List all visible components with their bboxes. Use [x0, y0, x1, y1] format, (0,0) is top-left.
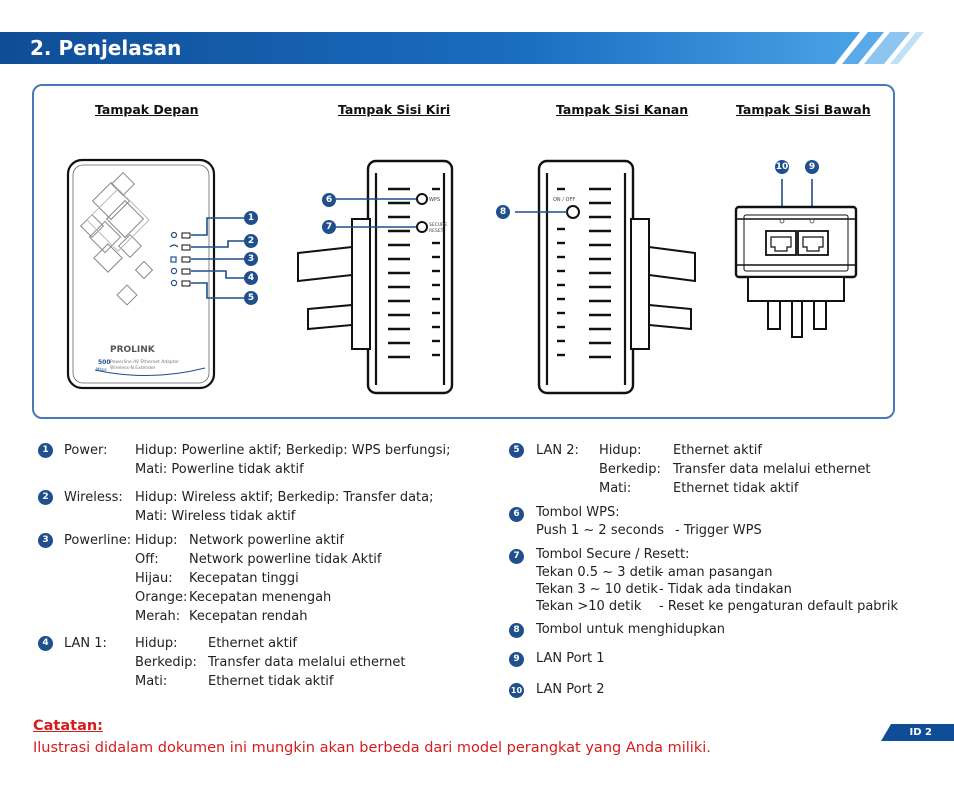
page-title: 2. Penjelasan	[30, 36, 182, 60]
legend-key: Tekan 3 ~ 10 detik	[536, 582, 658, 597]
note-label: Catatan:	[33, 718, 103, 734]
legend-num-10: 10	[509, 683, 524, 698]
legend-key: Tekan >10 detik	[536, 599, 642, 614]
legend-num-8: 8	[509, 623, 524, 638]
callout-9: 9	[805, 160, 819, 174]
legend-value: - Tidak ada tindakan	[659, 582, 792, 597]
legend-title: Tombol WPS:	[536, 505, 620, 520]
legend-value: - Trigger WPS	[675, 523, 762, 538]
right-side-illustration: ON / OFF	[515, 159, 696, 395]
legend-value: Ethernet tidak aktif	[208, 674, 334, 689]
note-text: Ilustrasi didalam dokumen ini mungkin ak…	[33, 740, 711, 756]
left-view-heading: Tampak Sisi Kiri	[338, 102, 451, 117]
legend-name: LAN 1:	[64, 636, 107, 651]
legend-num-9: 9	[509, 652, 524, 667]
callout-2: 2	[244, 234, 258, 248]
legend-desc-line: Hidup: Wireless aktif; Berkedip: Transfe…	[135, 490, 434, 505]
legend-value: - aman pasangan	[659, 565, 773, 580]
legend-name: LAN 2:	[536, 443, 579, 458]
legend-title: LAN Port 1	[536, 651, 605, 666]
legend-name: Wireless:	[64, 490, 123, 505]
legend-num-1: 1	[38, 443, 53, 458]
callout-8: 8	[496, 205, 510, 219]
legend-value: Network powerline aktif	[189, 533, 344, 548]
onoff-label: ON / OFF	[553, 197, 575, 203]
legend-title: Tombol Secure / Resett:	[536, 547, 690, 562]
front-view-illustration: PROLINK 500 Mbps Powerline AV Ethernet A…	[66, 158, 244, 390]
legend-key: Off:	[135, 552, 159, 567]
legend-value: Transfer data melalui ethernet	[208, 655, 406, 670]
callout-4: 4	[244, 271, 258, 285]
legend-key: Mati:	[599, 481, 632, 496]
header-banner	[0, 32, 954, 64]
page-number: ID 2	[909, 727, 932, 738]
callout-3: 3	[244, 252, 258, 266]
legend-num-2: 2	[38, 490, 53, 505]
callout-5: 5	[244, 291, 258, 305]
legend-key: Mati:	[135, 674, 168, 689]
brand-label: PROLINK	[110, 345, 156, 355]
legend-value: Transfer data melalui ethernet	[673, 462, 871, 477]
legend-title: LAN Port 2	[536, 682, 605, 697]
legend-key: Push 1 ~ 2 seconds	[536, 523, 664, 538]
legend-num-3: 3	[38, 533, 53, 548]
legend-num-5: 5	[509, 443, 524, 458]
speed-label: 500	[98, 359, 111, 366]
legend-value: Ethernet aktif	[208, 636, 297, 651]
legend-num-7: 7	[509, 549, 524, 564]
legend-num-4: 4	[38, 636, 53, 651]
front-view-heading: Tampak Depan	[95, 102, 199, 117]
legend-key: Hidup:	[599, 443, 642, 458]
legend-key: Berkedip:	[599, 462, 661, 477]
reset-label: RESET	[429, 228, 444, 234]
legend-num-6: 6	[509, 507, 524, 522]
page-number-badge: ID 2	[881, 724, 954, 741]
legend-name: Power:	[64, 443, 108, 458]
right-view-heading: Tampak Sisi Kanan	[556, 102, 689, 117]
legend-title: Tombol untuk menghidupkan	[536, 622, 726, 637]
legend-desc-line: Hidup: Powerline aktif; Berkedip: WPS be…	[135, 443, 451, 458]
legend-value: Kecepatan rendah	[189, 609, 308, 624]
legend-value: - Reset ke pengaturan default pabrik	[659, 599, 899, 614]
legend-desc-line: Mati: Powerline tidak aktif	[135, 462, 304, 477]
callout-6: 6	[322, 193, 336, 207]
callout-1: 1	[244, 211, 258, 225]
legend-key: Hijau:	[135, 571, 173, 586]
legend-key: Merah:	[135, 609, 181, 624]
legend-key: Orange:	[135, 590, 188, 605]
secure-label: SECURE	[429, 222, 447, 228]
legend-value: Ethernet tidak aktif	[673, 481, 799, 496]
legend-desc-line: Mati: Wireless tidak aktif	[135, 509, 296, 524]
speed-unit-label: Mbps	[96, 367, 107, 372]
legend-key: Tekan 0.5 ~ 3 detik	[536, 565, 663, 580]
legend-value: Network powerline tidak Aktif	[189, 552, 382, 567]
wps-label: WPS	[429, 197, 440, 203]
left-side-illustration: WPS SECURE RESET	[297, 159, 454, 395]
bottom-view-heading: Tampak Sisi Bawah	[736, 102, 871, 117]
legend-key: Hidup:	[135, 533, 178, 548]
product-line-2: Wireless-N Extender	[110, 365, 156, 371]
bottom-view-illustration	[734, 179, 858, 338]
callout-7: 7	[322, 220, 336, 234]
legend-name: Powerline:	[64, 533, 132, 548]
callout-10: 10	[775, 160, 789, 174]
legend-value: Kecepatan tinggi	[189, 571, 299, 586]
legend-value: Ethernet aktif	[673, 443, 762, 458]
legend-key: Hidup:	[135, 636, 178, 651]
product-line-1: Powerline AV Ethernet Adapter	[110, 359, 179, 365]
legend-value: Kecepatan menengah	[189, 590, 332, 605]
legend-key: Berkedip:	[135, 655, 197, 670]
diagram-panel	[32, 84, 895, 419]
